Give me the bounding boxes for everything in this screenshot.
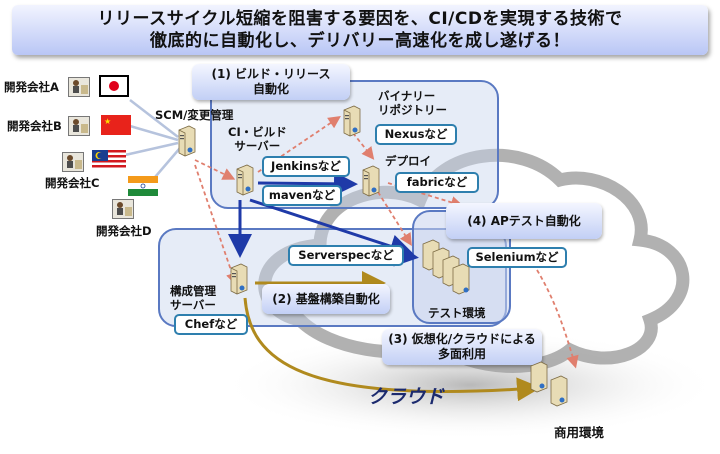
phase-4-line-1: (4) APテスト自動化 [467, 213, 581, 228]
phase-2-line-1: (2) 基盤構築自動化 [272, 291, 380, 306]
deploy-server-icon [362, 165, 380, 197]
svg-text:★: ★ [104, 117, 111, 126]
ci-line-2: サーバー [234, 139, 281, 153]
flow-config-to-prod [243, 297, 541, 402]
flow-ci-to-test [249, 198, 414, 258]
developer-icon [112, 199, 134, 219]
ci-server-icon [236, 164, 254, 196]
header-line-2: 徹底的に自動化し、デリバリー高速化を成し遂げる！ [150, 31, 570, 51]
repo-line-1: バイナリー [378, 89, 436, 103]
flow-scm-to-ci [194, 159, 236, 180]
flow-deploy-right [387, 182, 464, 209]
config-line-2: サーバー [170, 298, 216, 312]
prod-env-label: 商用環境 [554, 425, 605, 440]
phase-4-ap-test: (4) APテスト自動化 [446, 203, 602, 239]
link-company-a [129, 99, 179, 138]
selenium-tool-badge: Seleniumなど [467, 247, 567, 268]
scm-label: SCM/変更管理 [155, 108, 234, 122]
flow-ci-to-deploy [257, 171, 358, 196]
config-line-1: 構成管理 [170, 284, 216, 298]
jenkins-tool-badge: Jenkinsなど [262, 156, 350, 177]
phase-1-line-2: 自動化 [252, 82, 289, 96]
company-d-label: 開発会社D [96, 224, 152, 238]
ci-line-1: CI・ビルド [228, 125, 287, 139]
cloud-label: クラウド [368, 386, 445, 408]
phase-3-cloud: (3) 仮想化/クラウドによる 多面利用 [382, 329, 542, 365]
prod-env-servers-icon [530, 361, 568, 407]
repo-line-2: リポジトリー [378, 103, 447, 117]
repo-server-icon [343, 105, 361, 137]
test-env-servers-icon [422, 239, 470, 295]
config-server-icon [230, 263, 248, 295]
flow-deploy-to-test [377, 191, 412, 247]
phase-1-line-1: (1) ビルド・リリース [211, 67, 331, 81]
china-flag-icon: ★ [101, 115, 131, 135]
config-server-label: 構成管理 サーバー [170, 284, 216, 312]
japan-flag-icon [99, 75, 129, 97]
phase-3-line-2: 多面利用 [437, 347, 486, 361]
repo-label: バイナリー リポジトリー [378, 89, 447, 117]
header-line-1: リリースサイクル短縮を阻害する要因を、CI/CDを実現する技術で [97, 9, 623, 29]
developer-icon [62, 152, 84, 172]
company-a-label: 開発会社A [4, 80, 59, 94]
fabric-tool-badge: fabricなど [395, 172, 479, 193]
phase-1-build-release: (1) ビルド・リリース 自動化 [192, 64, 350, 100]
chef-tool-badge: Chefなど [174, 314, 248, 335]
scm-server-icon [178, 125, 196, 157]
maven-tool-badge: mavenなど [262, 185, 342, 206]
india-flag-icon [128, 176, 158, 196]
ci-server-label: CI・ビルド サーバー [228, 125, 287, 153]
company-c-label: 開発会社C [45, 176, 100, 190]
test-env-label: テスト環境 [428, 306, 486, 320]
company-b-label: 開発会社B [7, 119, 62, 133]
serverspec-tool-badge: Serverspecなど [288, 245, 404, 266]
developer-icon [68, 77, 90, 97]
phase-2-infra: (2) 基盤構築自動化 [262, 284, 390, 314]
phase-3-line-1: (3) 仮想化/クラウドによる [388, 332, 536, 346]
malaysia-flag-icon [92, 150, 126, 170]
developer-icon [68, 116, 90, 136]
link-company-b [129, 124, 179, 142]
header-banner: リリースサイクル短縮を阻害する要因を、CI/CDを実現する技術で 徹底的に自動化… [12, 5, 708, 55]
nexus-tool-badge: Nexusなど [375, 124, 457, 145]
flow-test-to-prod [536, 269, 579, 369]
link-company-c [124, 141, 179, 157]
flow-repo-to-deploy [352, 132, 375, 160]
deploy-label: デプロイ [385, 154, 431, 168]
